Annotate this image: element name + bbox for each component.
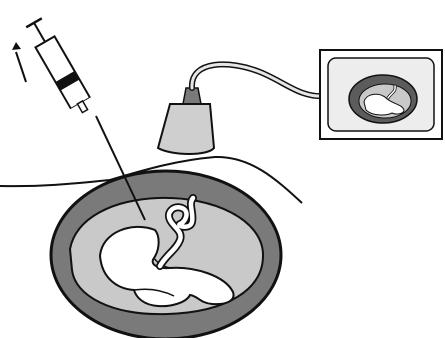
up-arrow-icon [12,42,26,82]
syringe [24,17,94,116]
syringe-plunger [34,23,45,42]
ultrasound-probe [158,88,214,154]
probe-cable [192,64,325,96]
syringe-plunger-handle [26,18,42,27]
ultrasound-monitor [320,50,442,139]
syringe-tip [77,101,87,113]
